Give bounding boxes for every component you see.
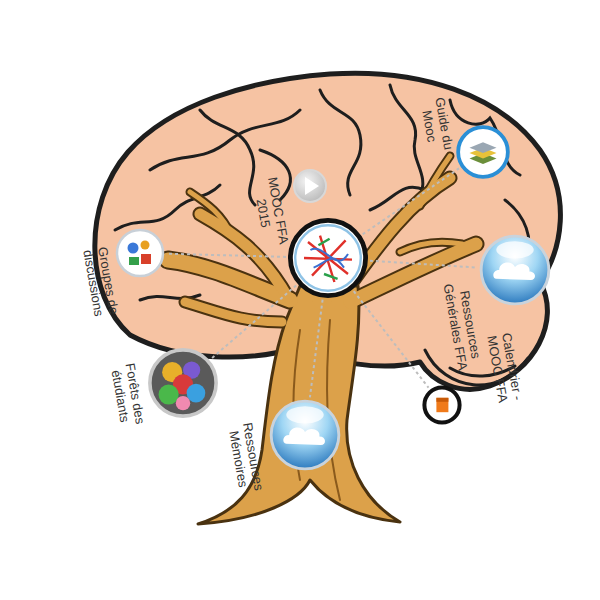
icon-shape: [458, 127, 508, 177]
play-circle: [294, 170, 326, 202]
icon-shape: [141, 254, 151, 264]
dotted-connector: [310, 300, 323, 398]
dotted-connector: [212, 285, 296, 358]
node-icon: [456, 125, 510, 179]
icon-shape: [318, 239, 337, 279]
dotted-connector: [370, 261, 477, 268]
icon-node: MOOC FFA 2015: [288, 218, 368, 298]
node-label: MOOC FFA 2015: [249, 173, 291, 251]
gyrus: [390, 85, 423, 195]
icon-shape: [176, 396, 190, 410]
node-label: Ressources Mémoires: [222, 410, 267, 506]
icon-node: Forêts des étudiants: [147, 347, 219, 419]
branch: [185, 302, 282, 322]
dotted-connector: [167, 254, 286, 257]
node-label-box: Guide du Mooc: [416, 91, 457, 159]
icon-shape: [283, 428, 325, 446]
dotted-connector: [363, 168, 459, 234]
node-icon: [479, 234, 551, 306]
icon-shape: [493, 263, 535, 281]
icon-shape: [150, 350, 216, 416]
icon-shape: [310, 249, 348, 268]
icon-shape: [286, 406, 323, 423]
icon-shape: [117, 230, 163, 276]
icon-shape: [496, 241, 533, 258]
node-label-box: Ressources Mémoires: [222, 410, 267, 506]
node-label: Ressources Générales FFA: [439, 274, 486, 378]
gyrus: [150, 110, 300, 170]
gyrus: [200, 110, 255, 205]
play-button: [294, 170, 326, 202]
node-label-box: MOOC FFA 2015: [249, 173, 291, 251]
icon-shape: [128, 243, 139, 254]
branch: [190, 192, 232, 236]
node-icon: [422, 385, 462, 425]
icon-shape: [470, 142, 497, 153]
icon-shape: [436, 398, 448, 412]
play-triangle: [305, 177, 319, 195]
node-label: Forêts des étudiants: [105, 352, 149, 438]
node-icon: [115, 228, 165, 278]
node-icon: [288, 218, 368, 298]
icon-shape: [436, 398, 448, 402]
branch: [420, 156, 450, 206]
icon-node: Ressources Générales FFA: [479, 234, 551, 306]
tree-branches-outline: [168, 156, 476, 322]
icon-shape: [424, 387, 459, 422]
node-icon: [269, 399, 341, 471]
node-label-box: Ressources Générales FFA: [439, 274, 486, 378]
branch: [185, 302, 282, 322]
icon-shape: [187, 384, 206, 403]
icon-shape: [481, 236, 549, 304]
icon-shape: [304, 236, 352, 282]
node-label-box: Calendrier - MOOC FFA: [482, 322, 527, 414]
icon-shape: [290, 220, 365, 295]
branch: [400, 242, 462, 252]
node-label: Calendrier - MOOC FFA: [482, 322, 527, 414]
node-icon: [147, 347, 219, 419]
tree-branches-fill: [168, 156, 476, 322]
gyrus: [320, 90, 361, 195]
icon-shape: [271, 401, 339, 469]
node-label: Guide du Mooc: [416, 91, 457, 159]
icon-node: Ressources Mémoires: [269, 399, 341, 471]
dotted-connector: [354, 291, 429, 387]
icon-node: Guide du Mooc: [456, 125, 510, 179]
icon-shape: [159, 384, 179, 404]
tree-trunk: [198, 286, 400, 524]
node-label-box: Groupes de discussions: [78, 238, 122, 326]
icon-node: Groupes de discussions: [115, 228, 165, 278]
icon-shape: [295, 225, 361, 291]
node-label-box: Forêts des étudiants: [105, 352, 149, 438]
icon-shape: [129, 257, 139, 265]
icon-shape: [141, 241, 150, 250]
node-label: Groupes de discussions: [78, 238, 122, 326]
icon-node: Calendrier - MOOC FFA: [422, 385, 462, 425]
